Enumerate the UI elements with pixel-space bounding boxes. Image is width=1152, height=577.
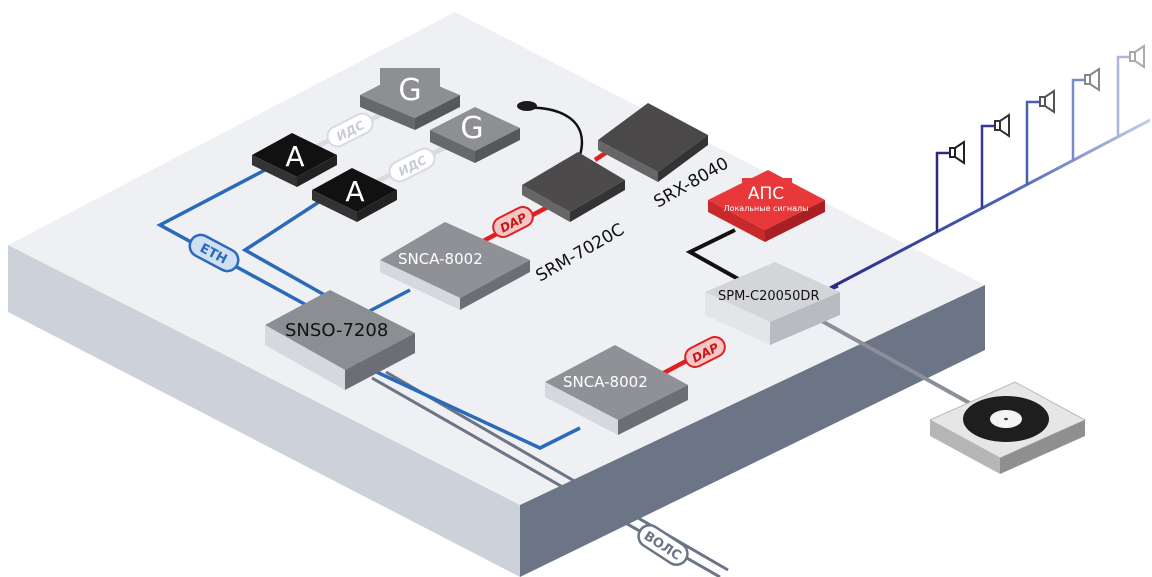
speaker-icon-3 bbox=[1039, 89, 1055, 114]
snso-label: SNSO-7208 bbox=[285, 320, 388, 341]
microphone-icon bbox=[517, 101, 537, 111]
device-srx bbox=[598, 103, 708, 182]
aps-title: АПС bbox=[748, 184, 784, 204]
device-snca-top bbox=[380, 222, 530, 310]
device-snso bbox=[265, 290, 415, 390]
device-a2: A bbox=[312, 168, 397, 222]
aps-spm-cable bbox=[685, 228, 741, 282]
device-a1: A bbox=[252, 133, 337, 187]
aps-subtitle: Локальные сигналы bbox=[724, 204, 809, 213]
device-g1: G bbox=[360, 68, 460, 130]
snca-bottom-label: SNCA-8002 bbox=[563, 373, 648, 391]
device-snca-bottom bbox=[545, 345, 688, 435]
spm-label: SPM-C20050DR bbox=[718, 289, 819, 304]
a2-label: A bbox=[345, 175, 364, 208]
g1-label: G bbox=[398, 73, 421, 108]
vols-badge: ВОЛС bbox=[637, 524, 689, 566]
speaker-icon-4 bbox=[1084, 67, 1100, 92]
a1-label: A bbox=[285, 140, 304, 173]
device-srm bbox=[522, 152, 625, 222]
device-g2: G bbox=[430, 107, 520, 163]
speaker-icon-1 bbox=[949, 140, 965, 165]
g2-label: G bbox=[460, 111, 483, 146]
speaker-icon-5 bbox=[1129, 44, 1145, 69]
turntable bbox=[928, 381, 1087, 474]
device-spm bbox=[705, 262, 840, 345]
speaker-icon-2 bbox=[994, 113, 1010, 138]
speaker-line bbox=[829, 55, 1151, 290]
snca-top-label: SNCA-8002 bbox=[398, 250, 483, 268]
device-aps: АПС Локальные сигналы bbox=[708, 170, 825, 242]
eth-badge: ETH bbox=[188, 233, 240, 273]
